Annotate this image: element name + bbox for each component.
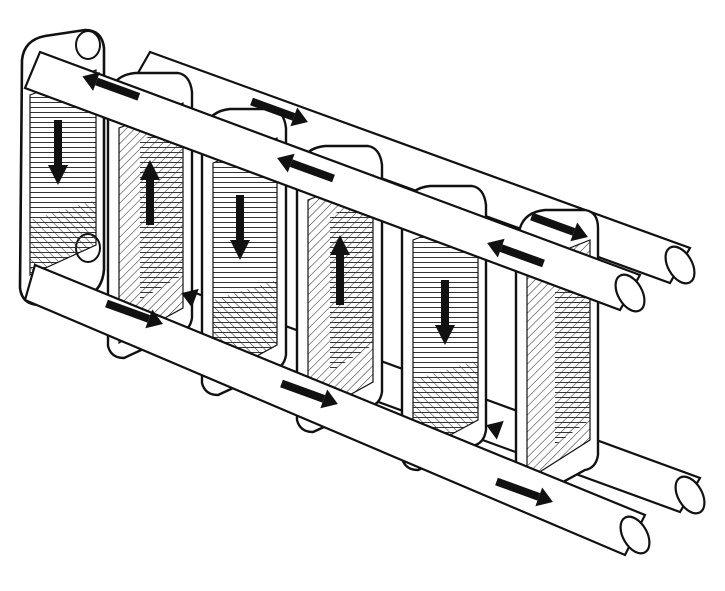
- flow-arrow-icon: [530, 212, 588, 242]
- flow-arrow-icon: [250, 97, 308, 127]
- flow-arrow-icon: [277, 153, 335, 183]
- flow-arrow-icon: [330, 235, 350, 305]
- flow-arrow-icon: [487, 238, 545, 268]
- flow-arrows: [48, 72, 588, 507]
- flow-arrow-icon: [82, 72, 141, 101]
- flow-arrow-icon: [280, 379, 338, 409]
- flow-arrow-icon: [435, 280, 455, 345]
- flow-arrow-icon: [140, 160, 160, 225]
- plate-5: [400, 184, 488, 472]
- flow-arrow-icon: [230, 195, 250, 260]
- flow-arrow-icon: [48, 120, 68, 185]
- flow-arrow-icon: [495, 477, 553, 507]
- flow-arrow-icon: [486, 420, 504, 440]
- pipe-lower-front: [23, 263, 651, 557]
- flow-arrow-icon: [181, 288, 199, 308]
- flow-arrow-icon: [105, 299, 163, 329]
